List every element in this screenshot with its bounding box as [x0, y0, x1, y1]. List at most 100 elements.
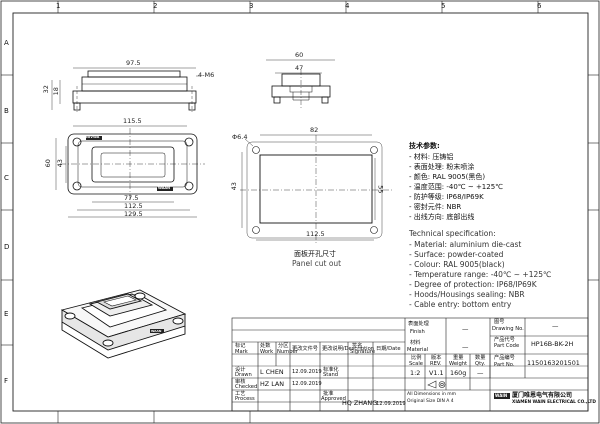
specs-en-line: - Temperature range: -40℃ ~ +125℃: [409, 270, 552, 279]
zone-col-4: 4: [345, 2, 350, 10]
tb-process-label-en: Process: [235, 396, 255, 402]
side-h1-dim: 32: [41, 85, 50, 94]
tb-partno-label-en: Part No.: [494, 362, 515, 368]
specs-cn-line: - 材料: 压铸铝: [409, 153, 454, 161]
specs-cn-title: 技术参数:: [409, 142, 440, 150]
tb-checked-name: HZ LAN: [260, 380, 285, 388]
tb-checked-label: 审核: [235, 379, 246, 385]
tb-qty-label: 处数: [260, 343, 271, 349]
tb-weight-label: 重量: [453, 355, 464, 361]
specs-en-line: - Colour: RAL 9005(black): [409, 260, 505, 269]
specs-cn-line: - 表面处理: 粉末喷涂: [409, 163, 475, 171]
specs-en-line: - Degree of protection: IP68/IP69K: [409, 280, 537, 289]
zone-row-f: F: [4, 377, 9, 385]
cutout-caption-en: Panel cut out: [292, 259, 342, 268]
tb-finish-label: 表面处理: [408, 321, 429, 327]
zone-col-2: 2: [153, 2, 158, 10]
tb-company-en: XIAMEN WAIN ELECTRICAL CO.,LTD: [512, 400, 596, 405]
cutout-inner-h-dim: 55: [376, 185, 385, 194]
tb-mark-label-en: Mark: [235, 349, 248, 355]
tb-finish-value: —: [462, 325, 469, 333]
company-logo: [494, 393, 510, 399]
tb-change-label: 更改文件号: [292, 346, 318, 352]
tb-partcode-label-en: Part Code: [494, 343, 520, 349]
front-b2-dim: 112.5: [124, 202, 143, 210]
tb-version-label: 版本: [431, 355, 442, 361]
front-brand-plate-right: [157, 187, 173, 191]
zone-row-d: D: [4, 243, 10, 251]
tb-approved-name: HQ ZHANG: [342, 399, 378, 407]
end-w2-dim: 47: [295, 64, 304, 72]
specs-en-line: - Hoods/Housings sealing: NBR: [409, 290, 525, 299]
cutout-hole-dim: Φ6.4: [232, 133, 248, 141]
zone-col-5: 5: [441, 2, 446, 10]
front-b1-dim: 77.5: [124, 194, 139, 202]
specs-cn-line: - 颜色: RAL 9005(黑色): [409, 173, 486, 181]
zone-col-3: 3: [249, 2, 254, 10]
panel-cutout: [240, 134, 392, 245]
tb-date-label: 日期/Date: [376, 346, 401, 352]
tb-scale-value: 1:2: [410, 369, 421, 377]
tb-mark-label: 标记: [235, 343, 246, 349]
tb-checked-date: 12.09.2019: [292, 381, 322, 387]
tb-weight-value: 160g: [450, 369, 467, 377]
tb-qty-value: —: [477, 369, 484, 377]
tb-drawn-date: 12.09.2019: [292, 369, 322, 375]
tb-qty-label-en: Work: [260, 349, 274, 355]
iso-view: [60, 289, 187, 359]
tb-drawing-value: —: [552, 322, 559, 330]
tb-partcode-label: 产品代号: [494, 337, 515, 343]
specs-cn-line: - 防护等级: IP68/IP69K: [409, 193, 484, 201]
tb-partno-label: 产品编号: [494, 355, 515, 361]
tb-checked-label-en: Checked: [235, 384, 258, 390]
tb-dims-note-2: Original Size DIN A 4: [407, 399, 454, 404]
cutout-caption-cn: 面板开孔尺寸: [294, 250, 336, 258]
specs-cn-line: - 出线方向: 底部出线: [409, 213, 475, 221]
end-w1-dim: 60: [295, 51, 304, 59]
tb-sign-label-en: Signature: [350, 349, 376, 355]
zone-row-b: B: [4, 107, 9, 115]
side-h2-dim: 18: [51, 87, 60, 96]
tb-material-label-en: Material: [407, 347, 429, 353]
side-view: [51, 67, 200, 112]
cutout-bottom-dim: 112.5: [306, 230, 325, 238]
tb-partcode-value: HP16B-BK-2H: [531, 340, 574, 348]
front-brand-2: WAAN: [158, 186, 171, 190]
tb-approved-date: 12.09.2019: [376, 401, 406, 407]
specs-en-line: - Material: aluminium die-cast: [409, 240, 522, 249]
title-block-grid: [231, 317, 589, 412]
tb-material-value: —: [462, 343, 469, 351]
tb-drawn-name: L CHEN: [260, 368, 284, 376]
end-view: [266, 59, 335, 108]
zone-row-e: E: [4, 310, 9, 318]
tb-std-label-en: Stand: [323, 372, 339, 378]
tb-qty-label-box-en: Qty.: [475, 361, 486, 367]
tb-drawn-label-en: Drawn: [235, 372, 252, 378]
tb-company-cn: 厦门唯恩电气有限公司: [512, 392, 573, 399]
specs-cn-line: - 密封元件: NBR: [409, 203, 462, 211]
front-view: [55, 125, 205, 218]
iso-brand: WAAN: [151, 328, 162, 333]
tb-process-label: 工艺: [235, 391, 246, 397]
tb-drawn-label: 设计: [235, 367, 246, 373]
cutout-h-dim: 43: [229, 182, 238, 191]
tb-approved-label-en: Approved: [321, 396, 346, 402]
cutout-top-dim: 82: [310, 126, 319, 134]
tb-version-label-en: REV.: [430, 361, 442, 367]
tb-logo-text: WAIN: [495, 393, 508, 398]
tb-sign-label: 签名: [352, 343, 363, 349]
side-width-dim: 97.5: [126, 59, 141, 67]
front-brand-1: NIVWA: [86, 135, 100, 139]
specs-en-line: - Cable entry: bottom entry: [409, 300, 512, 309]
zone-row-a: A: [4, 39, 9, 47]
tb-num-label-en: Number: [277, 349, 298, 355]
specs-cn-line: - 温度范围: -40℃ ~ +125℃: [409, 183, 504, 191]
tb-partno-value: 1150163201501: [527, 359, 580, 367]
tb-version-value: V1.1: [429, 369, 444, 377]
tb-qty-label-box: 数量: [475, 355, 486, 361]
iso-brand-plate: [150, 329, 164, 333]
tb-scale-label: 比例: [411, 355, 422, 361]
tb-approved-label: 批准: [323, 391, 334, 397]
tb-dims-note-1: All Dimensions in mm: [407, 392, 457, 397]
